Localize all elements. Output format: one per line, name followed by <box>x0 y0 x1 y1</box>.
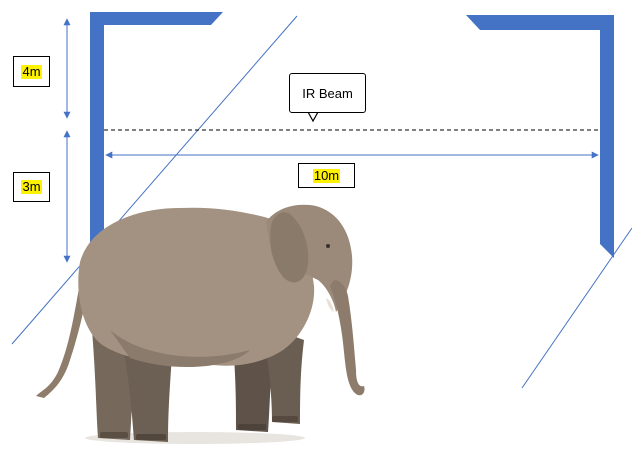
top-height-label: 4m <box>13 56 50 87</box>
bottom-height-label: 3m <box>13 172 50 202</box>
elephant-image <box>36 204 365 444</box>
bottom-height-label-text: 3m <box>21 179 42 194</box>
ir-beam-callout: IR Beam <box>289 73 366 113</box>
right-post <box>466 15 614 258</box>
ir-beam-callout-text: IR Beam <box>302 85 353 101</box>
width-label: 10m <box>298 163 355 188</box>
width-label-text: 10m <box>312 167 341 183</box>
left-post <box>90 12 223 253</box>
left-perspective-line <box>11 15 298 345</box>
ir-beam-callout-tail <box>306 111 320 123</box>
top-height-label-text: 4m <box>21 63 42 79</box>
right-perspective-line <box>521 227 632 389</box>
